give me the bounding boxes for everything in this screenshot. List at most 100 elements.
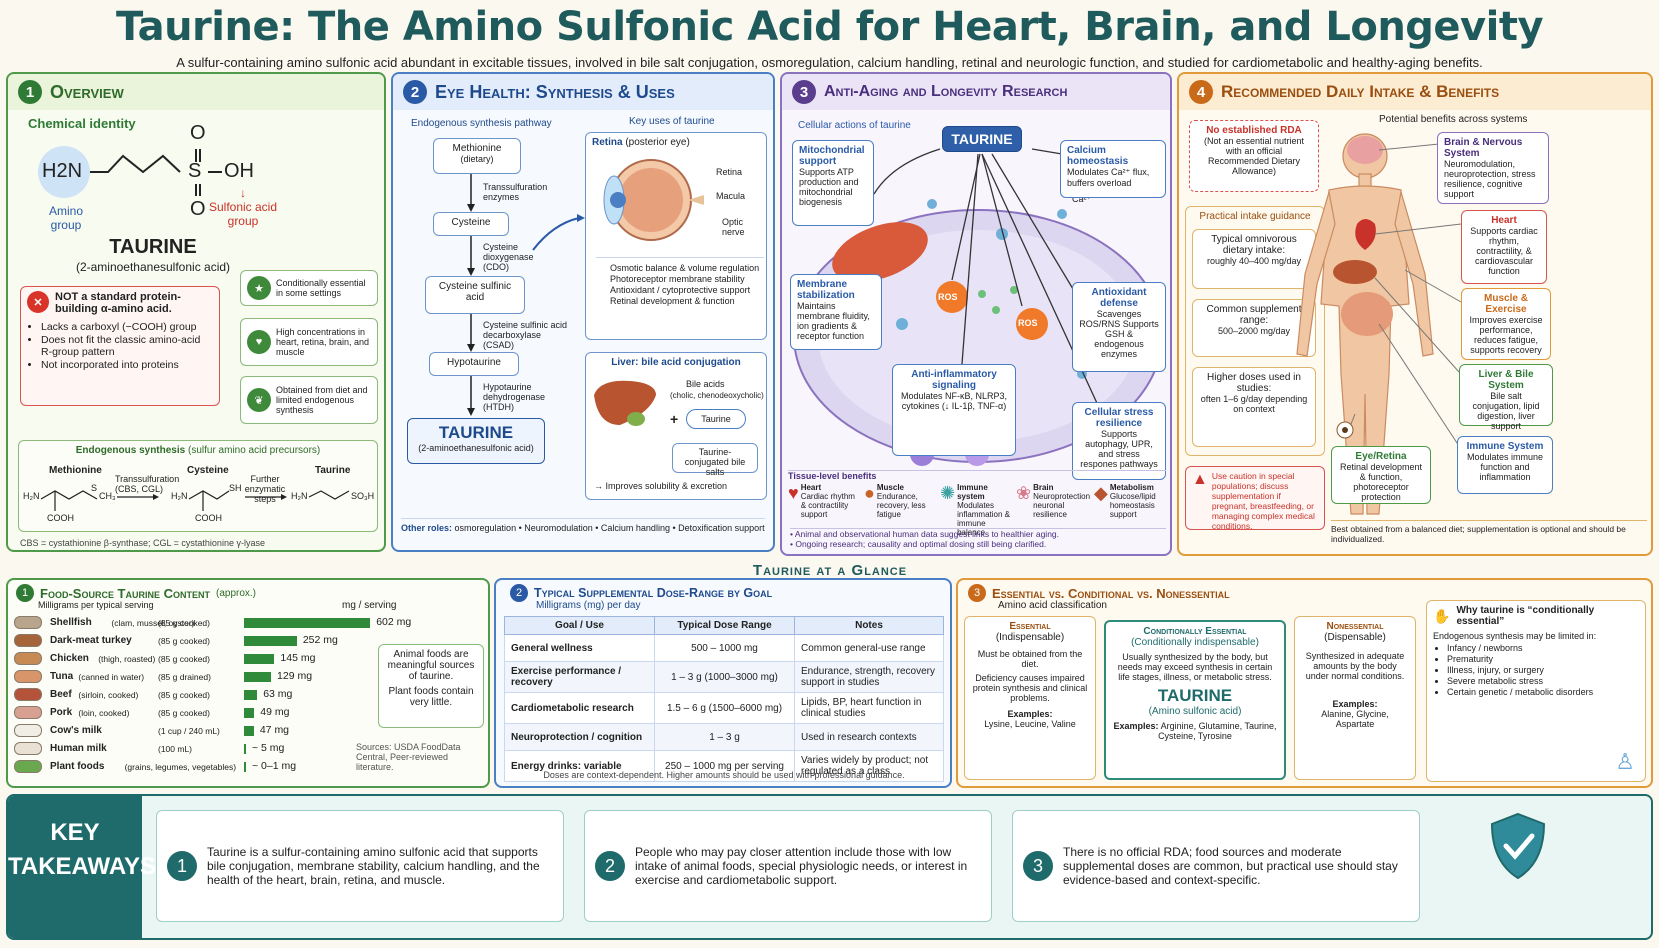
no-rda-box: No established RDA(Not an essential nutr… [1189,120,1319,192]
not-item: Not incorporated into proteins [41,359,213,371]
ca-ion-label: Ca²⁺ [1072,194,1092,204]
step-name: Hypotaurine [447,357,501,368]
non-text: Synthesized in adequate amounts by the b… [1305,651,1405,681]
plus-sign: + [670,411,679,427]
guidance-card: Higher doses used in studies:often 1–6 g… [1192,367,1316,447]
pathway-step: Cysteine sulfinic acid [425,276,525,314]
food-row: Plant foods(grains, legumes, vegetables)… [8,758,488,776]
takeaway-text: People who may pay closer attention incl… [635,845,968,887]
classification-panel: 3 Essential vs. Conditional vs. Nonessen… [956,578,1653,788]
aging-note: • Animal and observational human data su… [790,529,1060,539]
guidance-label: Typical omnivorous dietary intake: [1211,234,1297,256]
synth-cysteine: Cysteine [187,465,229,476]
food-bar-label: 145 mg [280,652,316,664]
bile-acids-label: Bile acids [686,379,725,389]
food-row: Human milk(100 mL)~ 5 mg [8,740,488,758]
why-title: Why taurine is “conditionally essential” [1456,605,1595,627]
final-name: TAURINE [438,423,514,442]
essential-box: Essential (Indispensable) Must be obtain… [964,616,1096,780]
liver-benefit-text: Bile salt conjugation, lipid digestion, … [1472,391,1540,431]
mem-text: Maintains membrane fluidity, ion gradien… [797,301,870,341]
page-subtitle: A sulfur-containing amino sulfonic acid … [176,55,1483,70]
guidance-card: Typical omnivorous dietary intake:roughl… [1192,229,1316,289]
step-name: Cysteine [451,217,491,228]
step-name: Cysteine sulfinic acid [438,281,512,303]
food-detail: (clam, mussel, oyster) [111,618,195,628]
inf-title: Anti-inflammatory signaling [911,369,997,391]
dose-cell: 1 – 3 g [654,723,795,751]
bile-sub-label: (cholic, chenodeoxycholic) [670,391,764,400]
stress-title: Cellular stress resilience [1084,407,1154,429]
eye-header: 2 Eye Health: Synthesis & Uses [393,74,773,110]
retina-item: Osmotic balance & volume regulation [610,263,760,273]
immune-text: Modulates immune function and inflammati… [1466,452,1544,482]
food-bar-label: ~ 5 mg [252,742,285,754]
tissue-title: Tissue-level benefits [788,471,877,481]
guidance-value: roughly 40–400 mg/day [1206,256,1302,266]
stress-text: Supports autophagy, UPR, and stress resp… [1080,429,1158,469]
hand-icon: ✋ [1433,607,1451,624]
food-bar [244,726,254,736]
dose-cell: 500 – 1000 mg [654,634,795,662]
dose-header-cell: Goal / Use [504,616,655,635]
dose-cell: Neuroprotection / cognition [504,723,655,751]
food-bar [244,618,371,628]
not-title: NOT a standard protein-building α-amino … [55,291,181,315]
non-sub: (Dispensable) [1324,632,1386,643]
other-roles-text: osmoregulation • Neuromodulation • Calci… [454,523,765,533]
food-category: Cow's milk [50,725,102,736]
retina-label: Optic nerve [722,217,745,237]
food-sub: Milligrams per typical serving [38,600,154,610]
h2n-label: H2N [42,160,83,182]
fact-card: ❦Obtained from diet and limited endogeno… [240,376,378,424]
dose-cell: Common general-use range [794,634,944,662]
food-row: Shellfish(clam, mussel, oyster)(85 g coo… [8,614,488,632]
food-icon [14,742,42,755]
eye-panel: 2 Eye Health: Synthesis & Uses Endogenou… [391,72,775,552]
food-panel: 1 Food-Source Taurine Content (approx.) … [6,578,490,788]
final-sub: (2-aminoethanesulfonic acid) [418,443,534,453]
fact-text: Obtained from diet and limited endogenou… [276,385,368,415]
takeaway-number: 3 [1023,851,1053,881]
endogenous-synthesis-box: Endogenous synthesis (sulfur amino acid … [18,440,378,532]
food-icon [14,760,42,773]
section-number: 2 [403,80,427,104]
dose-cell: Endurance, strength, recovery support in… [794,661,944,693]
dose-cell: 1 – 3 g (1000–3000 mg) [654,661,795,693]
food-bar-label: ~ 0–1 mg [252,760,297,772]
step-sub: (dietary) [460,154,494,164]
muscle-icon: ● [864,483,875,503]
dose-cell: Used in research contexts [794,723,944,751]
step-name: Methionine [452,143,502,154]
retina-sub: (posterior eye) [625,137,690,148]
food-title: Food-Source Taurine Content [40,585,210,601]
synth-structures [40,490,350,511]
section-number: 3 [968,584,986,602]
food-row: Chicken(thigh, roasted)(85 g cooked)145 … [8,650,488,668]
section-number: 2 [510,584,528,602]
dose-panel: 2 Typical Supplemental Dose-Range by Goa… [494,578,952,788]
cond-ex-label: Examples: [1113,721,1159,731]
liver-icon: ◆ [1094,483,1108,503]
eye-benefit-text: Retinal development & function, photorec… [1339,462,1423,502]
food-note: Animal foods are meaningful sources of t… [387,649,475,682]
leaf-icon: ❦ [247,388,271,412]
taurine-center: TAURINE [942,126,1022,152]
mito-title: Mitochondrial support [799,145,865,167]
food-bar-label: 602 mg [376,616,412,628]
classif-sub: Amino acid classification [998,600,1107,611]
synth-footnote: CBS = cystathionine β-synthase; CGL = cy… [20,538,265,548]
caution-box: ▲Use caution in special populations; dis… [1185,466,1325,531]
